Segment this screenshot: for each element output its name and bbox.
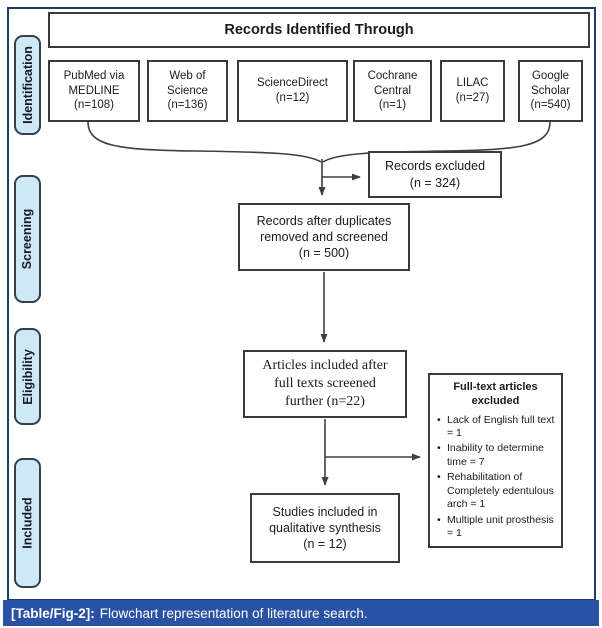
caption-text: Flowchart representation of literature s… bbox=[99, 605, 368, 621]
source-count: (n=12) bbox=[275, 92, 310, 104]
source-line: Science bbox=[167, 84, 208, 97]
stage-label: Identification bbox=[20, 46, 35, 124]
fulltext-bullet-list: Lack of English full text = 1 Inability … bbox=[435, 412, 556, 541]
source-box-web-of-science: Web of Science (n=136) bbox=[147, 60, 228, 122]
box-line: qualitative synthesis bbox=[269, 520, 381, 535]
figure-caption-bar: [Table/Fig-2]: Flowchart representation … bbox=[3, 600, 599, 626]
source-line: PubMed via bbox=[63, 69, 125, 82]
title-text: Records Identified Through bbox=[224, 21, 414, 38]
bullet-item: Inability to determine time = 7 bbox=[435, 442, 556, 469]
fulltext-excluded-box: Full-text articles excluded Lack of Engl… bbox=[428, 373, 563, 548]
source-box-lilac: LILAC (n=27) bbox=[440, 60, 505, 122]
source-count: (n=27) bbox=[455, 92, 490, 104]
bullet-text: Multiple unit prosthesis = 1 bbox=[447, 513, 554, 539]
box-line: full texts screened bbox=[274, 375, 376, 391]
bullet-item: Rehabilitation of Completely edentulous … bbox=[435, 471, 556, 511]
source-line: ScienceDirect bbox=[257, 77, 328, 90]
source-line: Central bbox=[373, 84, 412, 97]
stage-label: Included bbox=[20, 497, 35, 549]
box-count: (n = 500) bbox=[298, 246, 350, 261]
box-count: further (n=22) bbox=[285, 394, 365, 410]
source-box-cochrane: Cochrane Central (n=1) bbox=[353, 60, 432, 122]
source-box-google-scholar: Google Scholar (n=540) bbox=[518, 60, 583, 122]
studies-included-box: Studies included in qualitative synthesi… bbox=[250, 493, 400, 563]
bullet-item: Lack of English full text = 1 bbox=[435, 414, 556, 441]
bullet-text: Lack of English full text = 1 bbox=[447, 413, 555, 439]
box-count: (n = 12) bbox=[303, 537, 347, 552]
bullet-text: Rehabilitation of Completely edentulous … bbox=[447, 471, 554, 511]
caption-label: [Table/Fig-2]: bbox=[11, 605, 95, 621]
stage-identification: Identification bbox=[14, 35, 41, 135]
box-line: Articles included after bbox=[262, 357, 388, 373]
stage-label: Eligibility bbox=[20, 348, 35, 405]
source-line: Web of bbox=[169, 69, 206, 82]
source-count: (n=540) bbox=[530, 99, 571, 112]
records-excluded-box: Records excluded (n = 324) bbox=[368, 151, 502, 198]
source-count: (n=136) bbox=[167, 99, 208, 112]
source-line: MEDLINE bbox=[68, 84, 120, 97]
records-screened-box: Records after duplicates removed and scr… bbox=[238, 203, 410, 271]
fulltext-title-line: excluded bbox=[471, 394, 520, 407]
source-box-sciencedirect: ScienceDirect (n=12) bbox=[237, 60, 348, 122]
box-line: removed and screened bbox=[260, 229, 388, 244]
box-line: Records excluded bbox=[384, 159, 486, 174]
box-line: Studies included in bbox=[272, 504, 378, 519]
stage-label: Screening bbox=[20, 208, 35, 270]
stage-eligibility: Eligibility bbox=[14, 328, 41, 425]
source-count: (n=1) bbox=[378, 99, 407, 112]
fulltext-title-line: Full-text articles bbox=[453, 381, 538, 393]
bullet-item: Multiple unit prosthesis = 1 bbox=[435, 514, 556, 541]
stage-screening: Screening bbox=[14, 175, 41, 303]
box-count: (n = 324) bbox=[409, 175, 461, 190]
source-count: (n=108) bbox=[74, 99, 114, 112]
source-line: Cochrane bbox=[367, 69, 418, 82]
source-line: LILAC bbox=[456, 77, 489, 90]
source-line: Google bbox=[531, 69, 570, 82]
articles-included-box: Articles included after full texts scree… bbox=[243, 350, 407, 418]
source-line: Scholar bbox=[531, 84, 570, 97]
records-identified-title-box: Records Identified Through bbox=[48, 12, 590, 48]
box-line: Records after duplicates bbox=[256, 213, 392, 228]
bullet-text: Inability to determine time = 7 bbox=[447, 442, 544, 468]
stage-included: Included bbox=[14, 458, 41, 588]
source-box-pubmed: PubMed via MEDLINE (n=108) bbox=[48, 60, 140, 122]
